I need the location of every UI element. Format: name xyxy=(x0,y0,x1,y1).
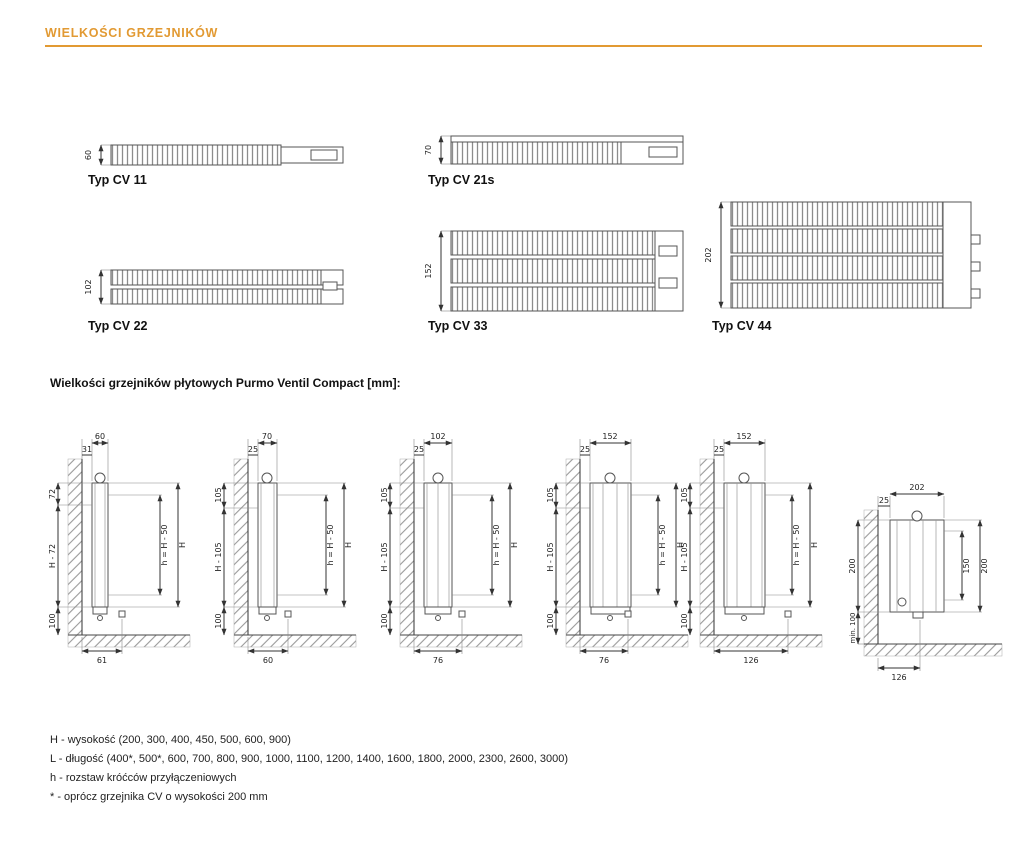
dim-label-depth: 152 xyxy=(736,432,751,441)
dim-label-height: 102 xyxy=(84,279,93,294)
page-title: WIELKOŚCI GRZEJNIKÓW xyxy=(45,26,219,40)
dim-label-depth: 202 xyxy=(909,483,924,492)
dim-label-depth: 102 xyxy=(430,432,445,441)
dim-label-wall-offset: 25 xyxy=(248,445,258,454)
side-view-cv33: 152 25 105 H - 105 100 h = H - 50 H 76 xyxy=(546,432,689,665)
dim-label-panel-height: 200 xyxy=(848,558,857,573)
dim-label-mid-span: H - 105 xyxy=(546,542,555,571)
cv22-cross-section-diagram: 102 xyxy=(84,269,344,305)
dim-label-connection-spacing: h = H - 50 xyxy=(326,524,335,565)
dim-label-height: 152 xyxy=(424,263,433,278)
detail-view-cv44: 202 25 200 min. 100 150 200 126 xyxy=(848,483,1003,682)
legend-line-note: * - oprócz grzejnika CV o wysokości 200 … xyxy=(50,791,268,803)
dim-label-depth: 152 xyxy=(602,432,617,441)
dim-label-connection-spacing: h = H - 50 xyxy=(792,524,801,565)
section-title: Wielkości grzejników płytowych Purmo Ven… xyxy=(50,376,401,390)
dim-label-height: H xyxy=(178,542,187,548)
dim-label-height: 70 xyxy=(424,145,433,155)
dim-label-top-offset: 105 xyxy=(546,487,555,502)
type-label-cv22: Typ CV 22 xyxy=(88,319,148,333)
dim-label-bottom-span: 126 xyxy=(743,656,758,665)
type-label-cv44: Typ CV 44 xyxy=(712,319,772,333)
dim-label-height: 60 xyxy=(84,150,93,160)
dim-label-connection-spacing: h = H - 50 xyxy=(492,524,501,565)
dim-label-connection-spacing: 150 xyxy=(962,558,971,573)
dim-label-height: H xyxy=(810,542,819,548)
cv11-cross-section-diagram: 60 xyxy=(84,144,344,166)
dim-label-floor-clearance: 100 xyxy=(48,613,57,628)
dim-label-floor-clearance: 100 xyxy=(380,613,389,628)
dim-label-top-offset: 105 xyxy=(214,487,223,502)
side-view-cv11: 60 31 72 H - 72 100 h = H - 50 H 61 xyxy=(48,432,191,665)
dim-label-bottom-span: 76 xyxy=(599,656,609,665)
dim-label-bottom-span: 126 xyxy=(891,673,906,682)
legend-line-height: H - wysokość (200, 300, 400, 450, 500, 6… xyxy=(50,734,291,746)
dim-label-connection-spacing: h = H - 50 xyxy=(658,524,667,565)
side-view-cv33-bottom-connection: 152 25 105 H - 105 100 h = H - 50 H 126 xyxy=(680,432,823,665)
dim-label-wall-offset: 31 xyxy=(82,445,92,454)
type-label-cv11: Typ CV 11 xyxy=(88,173,147,187)
dim-label-bottom-span: 60 xyxy=(263,656,273,665)
cv44-cross-section-diagram: 202 xyxy=(704,201,981,309)
type-label-cv21s: Typ CV 21s xyxy=(428,173,495,187)
cv33-cross-section-diagram: 152 xyxy=(424,230,684,312)
dim-label-height: H xyxy=(676,542,685,548)
dim-label-wall-offset: 25 xyxy=(879,496,889,505)
dim-label-height: H xyxy=(510,542,519,548)
dim-label-height: 200 xyxy=(980,558,989,573)
dim-label-depth: 70 xyxy=(262,432,272,441)
dim-label-wall-offset: 25 xyxy=(714,445,724,454)
dim-label-height: H xyxy=(344,542,353,548)
side-view-cv21s: 70 25 105 H - 105 100 h = H - 50 H 60 xyxy=(214,432,357,665)
legend: H - wysokość (200, 300, 400, 450, 500, 6… xyxy=(50,731,568,807)
dim-label-depth: 60 xyxy=(95,432,105,441)
dim-label-top-offset: 105 xyxy=(380,487,389,502)
dim-label-top-offset: 72 xyxy=(48,489,57,499)
side-view-cv22: 102 25 105 H - 105 100 h = H - 50 H 76 xyxy=(380,432,523,665)
dim-label-floor-clearance: 100 xyxy=(546,613,555,628)
dim-label-connection-spacing: h = H - 50 xyxy=(160,524,169,565)
dim-label-floor-clearance: min. 100 xyxy=(849,612,857,643)
dim-label-height: 202 xyxy=(704,247,713,262)
legend-line-connection: h - rozstaw króćców przyłączeniowych xyxy=(50,772,237,784)
dim-label-floor-clearance: 100 xyxy=(214,613,223,628)
dim-label-mid-span: H - 105 xyxy=(680,542,689,571)
type-label-cv33: Typ CV 33 xyxy=(428,319,488,333)
dim-label-mid-span: H - 105 xyxy=(214,542,223,571)
dim-label-wall-offset: 25 xyxy=(580,445,590,454)
dim-label-floor-clearance: 100 xyxy=(680,613,689,628)
dim-label-mid-span: H - 72 xyxy=(48,544,57,568)
dim-label-wall-offset: 25 xyxy=(414,445,424,454)
dim-label-bottom-span: 61 xyxy=(97,656,107,665)
dim-label-bottom-span: 76 xyxy=(433,656,443,665)
cv21s-cross-section-diagram: 70 xyxy=(424,135,684,165)
dim-label-mid-span: H - 105 xyxy=(380,542,389,571)
dim-label-top-offset: 105 xyxy=(680,487,689,502)
header-divider xyxy=(45,45,982,47)
legend-line-length: L - długość (400*, 500*, 600, 700, 800, … xyxy=(50,753,569,765)
